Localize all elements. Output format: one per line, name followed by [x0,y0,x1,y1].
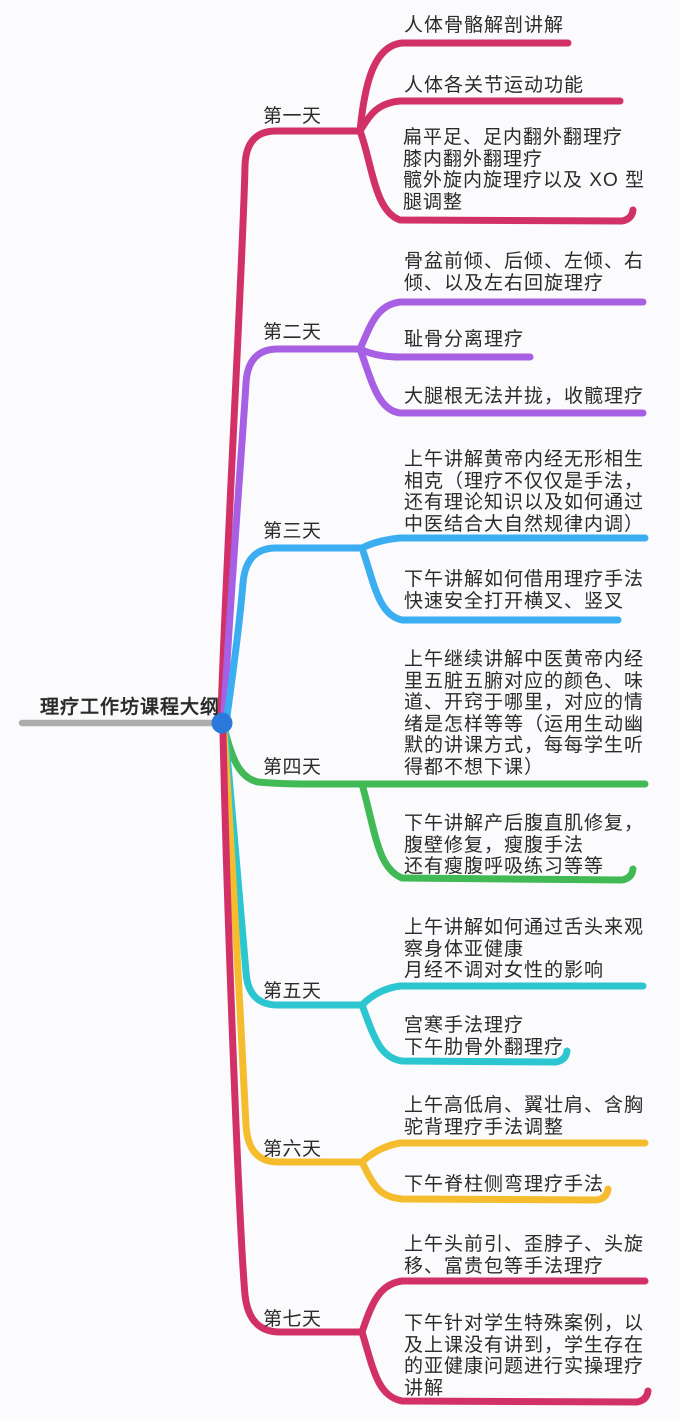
day3-topic2-label[interactable]: 下午讲解如何借用理疗手法 快速安全打开横叉、竖叉 [404,569,645,612]
day1-topic1-label[interactable]: 人体骨骼解剖讲解 [404,15,565,36]
branch-day5-topic2 [358,1001,571,1066]
day2-topic2-label[interactable]: 耻骨分离理疗 [404,329,525,350]
branch-day7 [219,729,366,1336]
day1-node-label[interactable]: 第一天 [263,106,322,127]
branch-day5-topic1 [358,982,647,1009]
branch-day1 [217,127,364,718]
branch-day6 [220,728,366,1166]
day6-node-label[interactable]: 第六天 [263,1139,322,1160]
branch-day2 [220,345,364,718]
day1-topic3-label[interactable]: 扁平足、足内翻外翻理疗 膝内翻外翻理疗 髋外旋内旋理疗以及 XO 型 腿调整 [403,127,646,213]
day2-topic1-label[interactable]: 骨盆前倾、后倾、左倾、右 倾、以及左右回旋理疗 [404,251,645,294]
root-node-label[interactable]: 理疗工作坊课程大纲 [40,697,221,718]
day6-topic2-label[interactable]: 下午脊柱侧弯理疗手法 [404,1174,605,1195]
day7-topic1-label[interactable]: 上午头前引、歪脖子、头旋 移、富贵包等手法理疗 [404,1234,645,1277]
day3-node-label[interactable]: 第三天 [263,521,322,542]
day7-node-label[interactable]: 第七天 [263,1309,322,1330]
branch-day1-topic2 [356,97,624,135]
root-node-dot[interactable] [211,712,233,734]
branch-day3-topic2 [358,544,622,624]
branch-day3-topic1 [358,534,649,552]
day2-topic3-label[interactable]: 大腿根无法并拢，收髋理疗 [404,386,645,407]
branch-day6-topic1 [358,1139,649,1166]
day4-topic2-label[interactable]: 下午讲解产后腹直肌修复， 腹壁修复，瘦腹手法 还有瘦腹呼吸练习等等 [404,813,645,878]
branch-day6-topic2 [358,1158,612,1204]
day5-topic1-label[interactable]: 上午讲解如何通过舌头来观 察身体亚健康 月经不调对女性的影响 [404,917,645,982]
day7-topic2-label[interactable]: 下午针对学生特殊案例，以 及上课没有讲到，学生存在 的亚健康问题进行实操理疗 讲… [404,1313,645,1399]
branch-day3 [223,544,366,720]
day1-topic2-label[interactable]: 人体各关节运动功能 [404,75,585,96]
branch-day4-topic2 [358,780,637,884]
branch-day1-topic1 [356,39,572,135]
branch-day2-topic3 [356,345,647,417]
day3-topic1-label[interactable]: 上午讲解黄帝内经无形相生 相克（理疗不仅仅是手法， 还有理论知识以及如何通过 中… [404,449,645,535]
day5-node-label[interactable]: 第五天 [263,981,322,1002]
branch-day7-topic2 [358,1328,652,1406]
branch-day4 [220,723,649,788]
branch-day2-topic1 [356,298,647,353]
day5-topic2-label[interactable]: 宫寒手法理疗 下午肋骨外翻理疗 [404,1015,565,1058]
branch-day1-topic3 [356,127,637,225]
day4-topic1-label[interactable]: 上午继续讲解中医黄帝内经 里五脏五腑对应的颜色、味 道、开窍于哪里，对应的情 绪… [404,649,645,778]
day6-topic1-label[interactable]: 上午高低肩、翼壮肩、含胸 驼背理疗手法调整 [404,1095,645,1138]
day4-node-label[interactable]: 第四天 [263,757,322,778]
day2-node-label[interactable]: 第二天 [263,322,322,343]
branch-day7-topic1 [358,1277,649,1336]
